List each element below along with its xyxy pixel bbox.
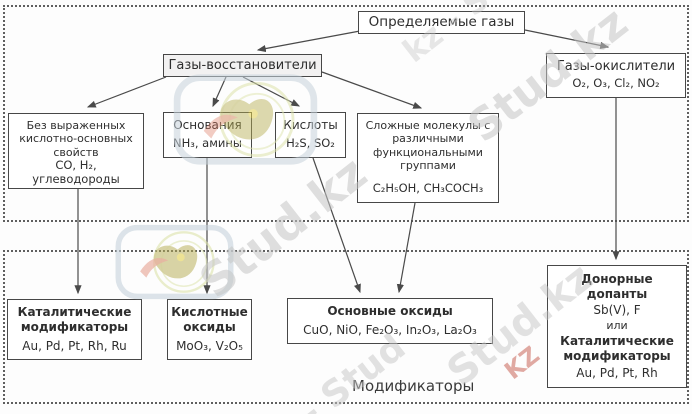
box-bases: Основания NH₃, амины [163,112,252,158]
box-title: Определяемые газы [368,14,515,31]
box-formulas: MoO₃, V₂O₅ [176,338,243,353]
box-alt-title: Каталитические модификаторы [560,334,674,364]
box-catalytic-modifiers: Каталитические модификаторы Au, Pd, Pt, … [7,299,142,360]
modifiers-section-label: Модификаторы [352,377,475,395]
box-title: Основные оксиды [327,304,453,318]
box-title: Донорные допанты [581,272,653,301]
box-formulas: CuO, NiO, Fe₂O₃, In₂O₃, La₂O₃ [303,322,477,337]
box-alt-formulas: Au, Pd, Pt, Rh [576,365,658,380]
box-title: Основания [173,118,242,132]
box-title: Газы-окислители [556,59,676,74]
box-formulas: O₂, O₃, Cl₂, NO₂ [572,76,660,91]
box-detected-gases: Определяемые газы [358,11,525,34]
box-basic-oxides: Основные оксиды CuO, NiO, Fe₂O₃, In₂O₃, … [287,298,493,344]
box-formulas: CO, H₂, углеводороды [32,158,120,187]
box-title: Без выраженных кислотно-основных свойств [19,119,133,159]
box-complex-molecules: Сложные молекулы с различными функционал… [357,113,499,203]
gases-region-border [3,5,689,222]
box-donor-dopants: Донорные допанты Sb(V), F или Каталитиче… [547,265,687,388]
box-formulas: NH₃, амины [173,136,242,151]
box-title: Газы-восстановители [168,57,317,73]
box-title: Кислотные оксиды [171,305,248,334]
box-oxidizing-gases: Газы-окислители O₂, O₃, Cl₂, NO₂ [546,53,686,98]
box-no-acid-base-properties: Без выраженных кислотно-основных свойств… [8,113,144,189]
box-title: Сложные молекулы с различными функционал… [365,119,491,173]
box-formulas: H₂S, SO₂ [286,136,335,151]
box-title: Каталитические модификаторы [17,305,132,334]
or-label: или [606,319,628,333]
box-formulas: Sb(V), F [593,303,641,318]
box-acids: Кислоты H₂S, SO₂ [275,112,346,158]
box-formulas: C₂H₅OH, CH₃COCH₃ [372,181,484,196]
box-reducing-gases: Газы-восстановители [163,54,322,77]
box-title: Кислоты [283,118,338,132]
box-formulas: Au, Pd, Pt, Rh, Ru [22,338,127,353]
box-acidic-oxides: Кислотные оксиды MoO₃, V₂O₅ [167,299,252,360]
